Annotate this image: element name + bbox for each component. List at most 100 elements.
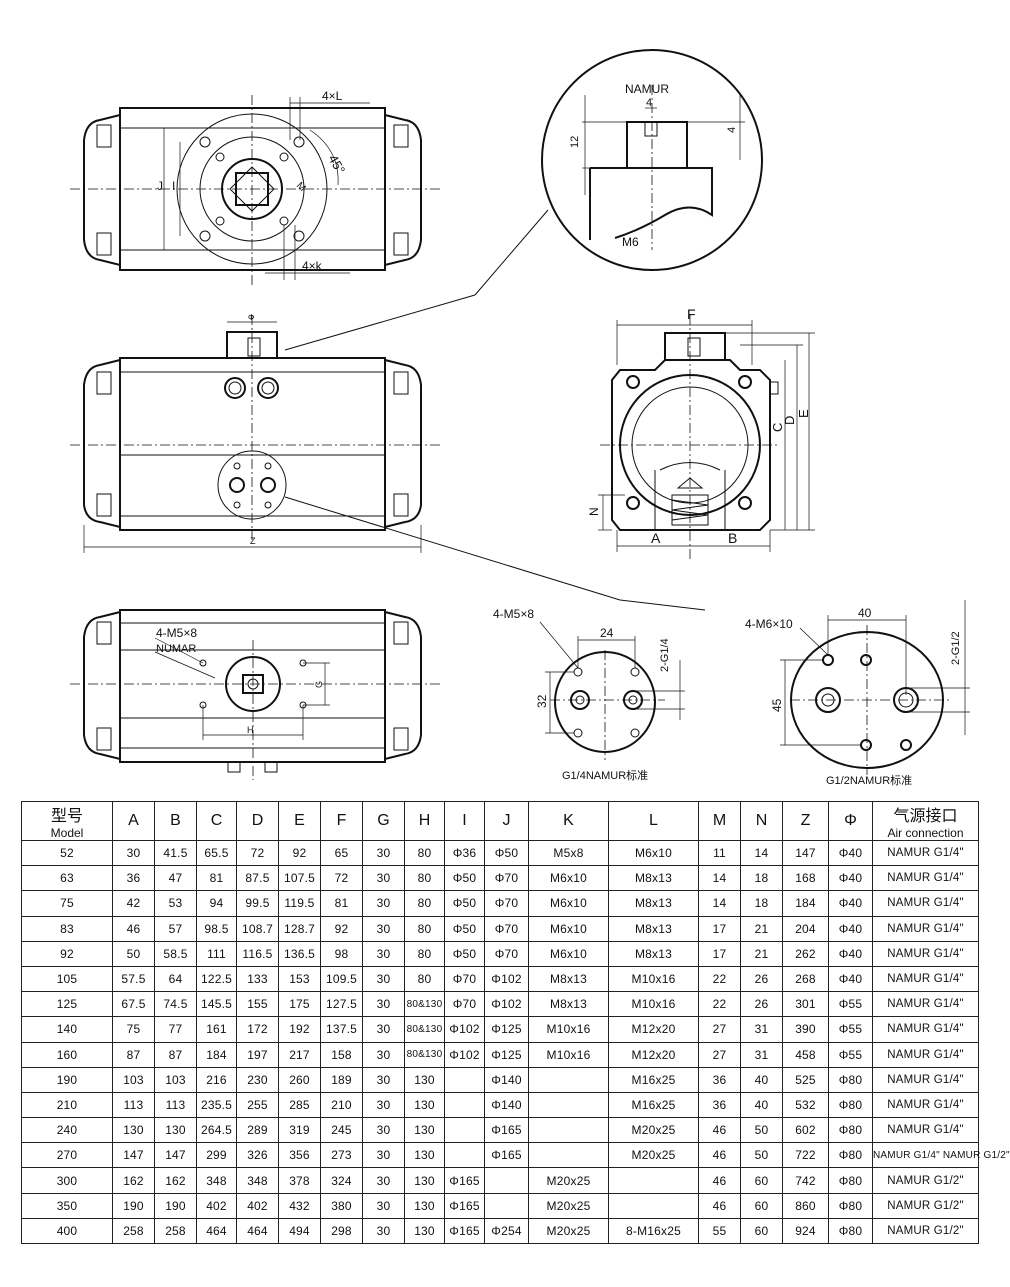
table-cell: 742 [782, 1167, 829, 1194]
table-cell: 72 [320, 865, 363, 892]
table-cell: 80 [404, 940, 445, 967]
table-cell: 46 [112, 915, 155, 942]
table-cell: 92 [21, 940, 113, 967]
table-cell: 14 [698, 865, 741, 892]
dim-z-label: Z [250, 536, 256, 546]
table-cell: M6x10 [528, 865, 609, 892]
port-g14-view: 2-G1/4 24 32 4-M5×8 G1/4NAMUR标准 [493, 607, 685, 782]
table-cell: 380 [320, 1192, 363, 1219]
column-header-label: B [170, 812, 181, 829]
dim-4k-label: 4×k [302, 259, 323, 273]
table-cell: 602 [782, 1117, 829, 1144]
table-cell: 298 [320, 1217, 363, 1245]
table-cell: Φ140 [484, 1066, 529, 1093]
table-cell: 92 [278, 839, 321, 867]
table-cell: 145.5 [196, 991, 237, 1018]
table-cell: 525 [782, 1066, 829, 1093]
table-cell: 30 [362, 1041, 405, 1068]
table-cell: 162 [112, 1167, 155, 1194]
table-cell: 57.5 [112, 965, 155, 993]
table-cell: 46 [698, 1142, 741, 1169]
table-cell: 26 [740, 991, 783, 1018]
table-cell: 63 [21, 865, 113, 892]
table-cell: 458 [782, 1041, 829, 1068]
table-cell: M6x10 [528, 890, 609, 917]
column-header: L [608, 801, 699, 841]
dim-12-label: 12 [569, 136, 581, 148]
table-cell: 40 [740, 1091, 783, 1119]
table-cell: M10x16 [528, 1016, 609, 1043]
table-cell: NAMUR G1/4" [872, 1091, 979, 1119]
column-header-label: A [128, 812, 139, 829]
table-cell: 30 [362, 1117, 405, 1144]
table-cell: 217 [278, 1041, 321, 1068]
table-cell: M20x25 [528, 1167, 609, 1194]
table-cell: NAMUR G1/4" [872, 915, 979, 942]
table-cell: 46 [698, 1117, 741, 1144]
dim-j-label: J [157, 179, 163, 193]
table-cell: 136.5 [278, 940, 321, 967]
column-header-label: Φ [844, 812, 857, 829]
table-cell: 162 [154, 1167, 197, 1194]
table-cell [484, 1192, 529, 1219]
bottom-view: H G 4-M5×8 NUMAR [70, 609, 440, 780]
dim-h-label: H [247, 725, 254, 735]
table-cell: 80 [404, 915, 445, 942]
table-cell: 348 [196, 1167, 237, 1194]
table-cell: M8x13 [608, 890, 699, 917]
table-cell: 255 [236, 1091, 279, 1119]
table-cell: 172 [236, 1016, 279, 1043]
table-cell: NAMUR G1/4" [872, 991, 979, 1018]
table-cell: Φ102 [484, 991, 529, 1018]
table-cell [608, 1167, 699, 1194]
table-cell: 140 [21, 1016, 113, 1043]
table-cell: Φ70 [444, 991, 485, 1018]
dim-i-label: I [172, 179, 175, 193]
dim-m-label: M [294, 180, 308, 194]
table-cell: NAMUR G1/4" [872, 940, 979, 967]
table-cell: 14 [740, 839, 783, 867]
table-cell: 50 [740, 1117, 783, 1144]
column-header: N [740, 801, 783, 841]
table-cell: Φ70 [484, 940, 529, 967]
table-cell: 80&130 [404, 1041, 445, 1068]
table-cell: 26 [740, 965, 783, 993]
table-cell: 108.7 [236, 915, 279, 942]
dim-g-label: G [314, 681, 324, 688]
table-cell: 324 [320, 1167, 363, 1194]
table-cell: 300 [21, 1167, 113, 1194]
table-cell: M20x25 [528, 1217, 609, 1245]
table-cell: 270 [21, 1142, 113, 1169]
column-header: D [236, 801, 279, 841]
port-label-g12: 2-G1/2 [950, 631, 962, 665]
table-cell [444, 1142, 485, 1169]
table-cell: 348 [236, 1167, 279, 1194]
table-cell: M20x25 [608, 1142, 699, 1169]
column-header: Z [782, 801, 829, 841]
table-cell: 36 [698, 1066, 741, 1093]
table-cell: 125 [21, 991, 113, 1018]
caption-g14: G1/4NAMUR标准 [562, 768, 648, 782]
table-cell [484, 1167, 529, 1194]
table-cell: 924 [782, 1217, 829, 1245]
table-cell: 190 [112, 1192, 155, 1219]
table-cell: 137.5 [320, 1016, 363, 1043]
table-cell [444, 1091, 485, 1119]
table-cell: 268 [782, 965, 829, 993]
column-header: M [698, 801, 741, 841]
table-cell: 130 [404, 1192, 445, 1219]
table-cell: 103 [154, 1066, 197, 1093]
table-cell: 130 [154, 1117, 197, 1144]
table-cell: NAMUR G1/4" [872, 865, 979, 892]
dim-b-label: B [728, 530, 737, 546]
table-cell: Φ80 [828, 1091, 873, 1119]
table-cell: 30 [362, 1066, 405, 1093]
table-cell: 262 [782, 940, 829, 967]
column-header-label: 气源接口 [893, 808, 958, 825]
